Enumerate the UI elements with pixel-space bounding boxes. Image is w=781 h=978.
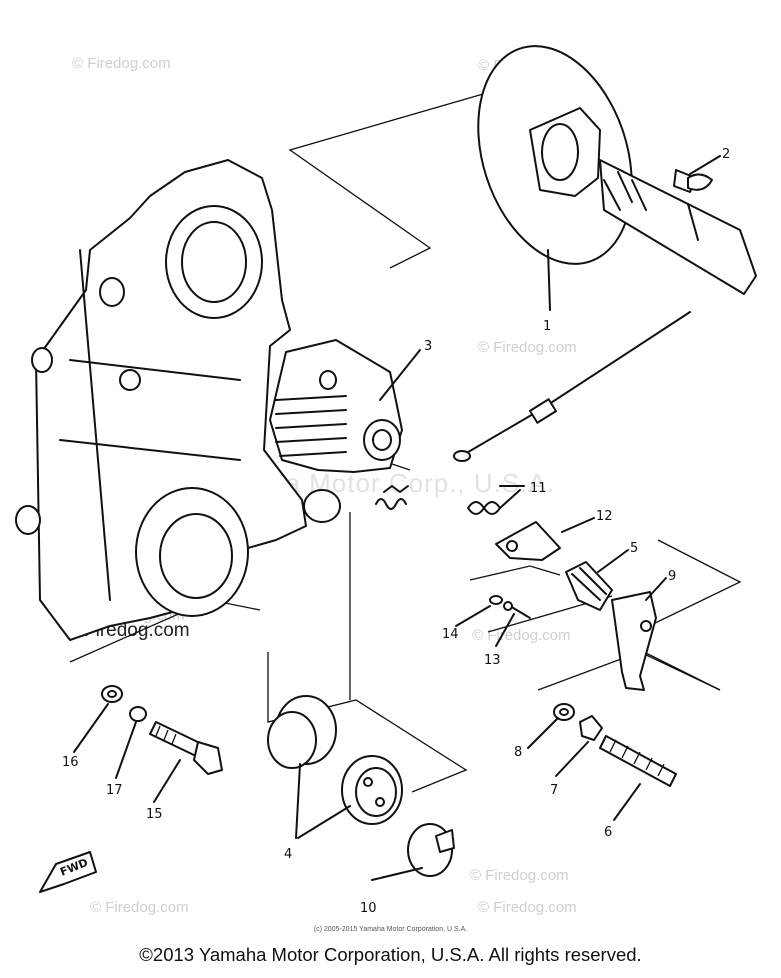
callout-12: 12 bbox=[596, 509, 613, 524]
callout-10: 10 bbox=[360, 901, 377, 916]
callout-9: 9 bbox=[668, 569, 676, 584]
fwd-arrow-icon: FWD bbox=[39, 851, 97, 893]
callout-1: 1 bbox=[543, 319, 551, 334]
copyright-notice: ©2013 Yamaha Motor Corporation, U.S.A. A… bbox=[139, 944, 642, 965]
callout-labels: 1 2 3 4 5 6 7 8 9 10 11 12 13 14 15 16 1… bbox=[62, 147, 730, 916]
part-16-washer bbox=[101, 685, 123, 703]
leader-lines bbox=[73, 155, 721, 881]
part-14-washer bbox=[489, 595, 503, 605]
callout-8: 8 bbox=[514, 745, 522, 760]
part-1-sheave-assembly bbox=[477, 45, 757, 295]
part-7-nut bbox=[579, 715, 603, 741]
callout-11: 11 bbox=[530, 481, 547, 496]
watermark: © Firedog.com bbox=[470, 867, 569, 884]
part-9-bracket bbox=[611, 591, 657, 691]
callout-4: 4 bbox=[284, 847, 292, 862]
cable bbox=[453, 311, 691, 462]
part-2-key bbox=[687, 173, 713, 191]
callout-3: 3 bbox=[424, 339, 432, 354]
caliper-springs bbox=[375, 485, 409, 510]
part-6-stud bbox=[599, 735, 677, 787]
part-10-pad bbox=[407, 823, 455, 877]
watermark: © Firedog.com bbox=[90, 899, 189, 916]
part-8-washer bbox=[553, 703, 575, 721]
callout-6: 6 bbox=[604, 825, 612, 840]
callout-15: 15 bbox=[146, 807, 163, 822]
part-17-lockwasher bbox=[129, 706, 147, 722]
part-4-pistons bbox=[267, 695, 403, 825]
part-12-plate bbox=[495, 521, 561, 561]
part-13-bolt bbox=[503, 601, 531, 619]
callout-7: 7 bbox=[550, 783, 558, 798]
callout-13: 13 bbox=[484, 653, 501, 668]
watermark: © Firedog.com bbox=[478, 339, 577, 356]
callout-5: 5 bbox=[630, 541, 638, 556]
part-3-caliper bbox=[269, 339, 403, 473]
callout-14: 14 bbox=[442, 627, 459, 642]
watermark: © Firedog.com bbox=[478, 899, 577, 916]
part-5-adjuster bbox=[565, 561, 613, 611]
part-15-bolt bbox=[149, 721, 223, 775]
small-copyright: (c) 2005-2015 Yamaha Motor Corporation, … bbox=[313, 926, 468, 933]
engine-case bbox=[15, 159, 341, 641]
part-11-spring bbox=[467, 489, 521, 515]
callout-16: 16 bbox=[62, 755, 79, 770]
watermark: © Firedog.com bbox=[72, 55, 171, 72]
watermark: © Firedog.com bbox=[472, 627, 571, 644]
callout-17: 17 bbox=[106, 783, 123, 798]
callout-2: 2 bbox=[722, 147, 730, 162]
